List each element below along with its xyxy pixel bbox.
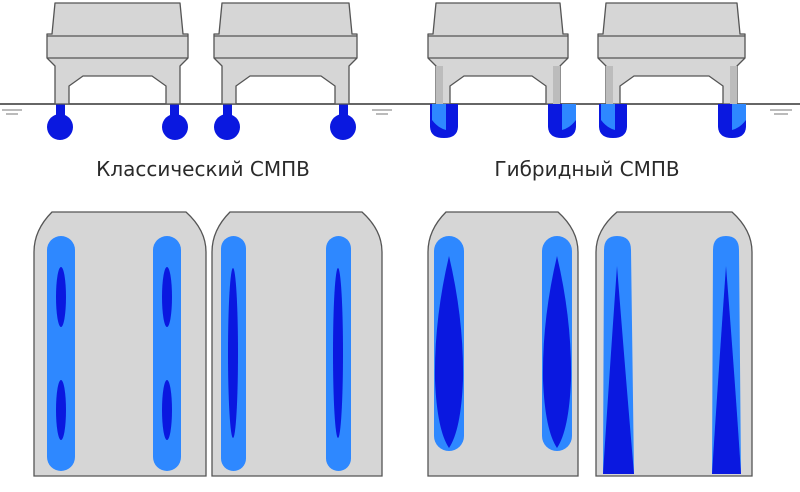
classic-front-view-right xyxy=(213,2,358,140)
sidewall-seal xyxy=(330,114,356,140)
classic-front-view-left xyxy=(46,2,189,140)
hybrid-plan-view-1 xyxy=(427,211,579,477)
hybrid-plan-view-2 xyxy=(595,211,753,477)
water-marks xyxy=(2,109,792,115)
classic-plan-view-1 xyxy=(33,211,207,477)
sidewall-seal xyxy=(47,114,73,140)
cushion-contact xyxy=(47,236,75,471)
caption-classic: Классический СМПВ xyxy=(96,157,310,181)
sidewall-seal xyxy=(162,114,188,140)
cushion-contact xyxy=(153,236,181,471)
hybrid-front-view-left xyxy=(427,2,576,138)
sidewall-seal xyxy=(214,114,240,140)
classic-plan-view-2 xyxy=(211,211,383,477)
hybrid-front-view-right xyxy=(597,2,746,138)
caption-hybrid: Гибридный СМПВ xyxy=(494,157,680,181)
